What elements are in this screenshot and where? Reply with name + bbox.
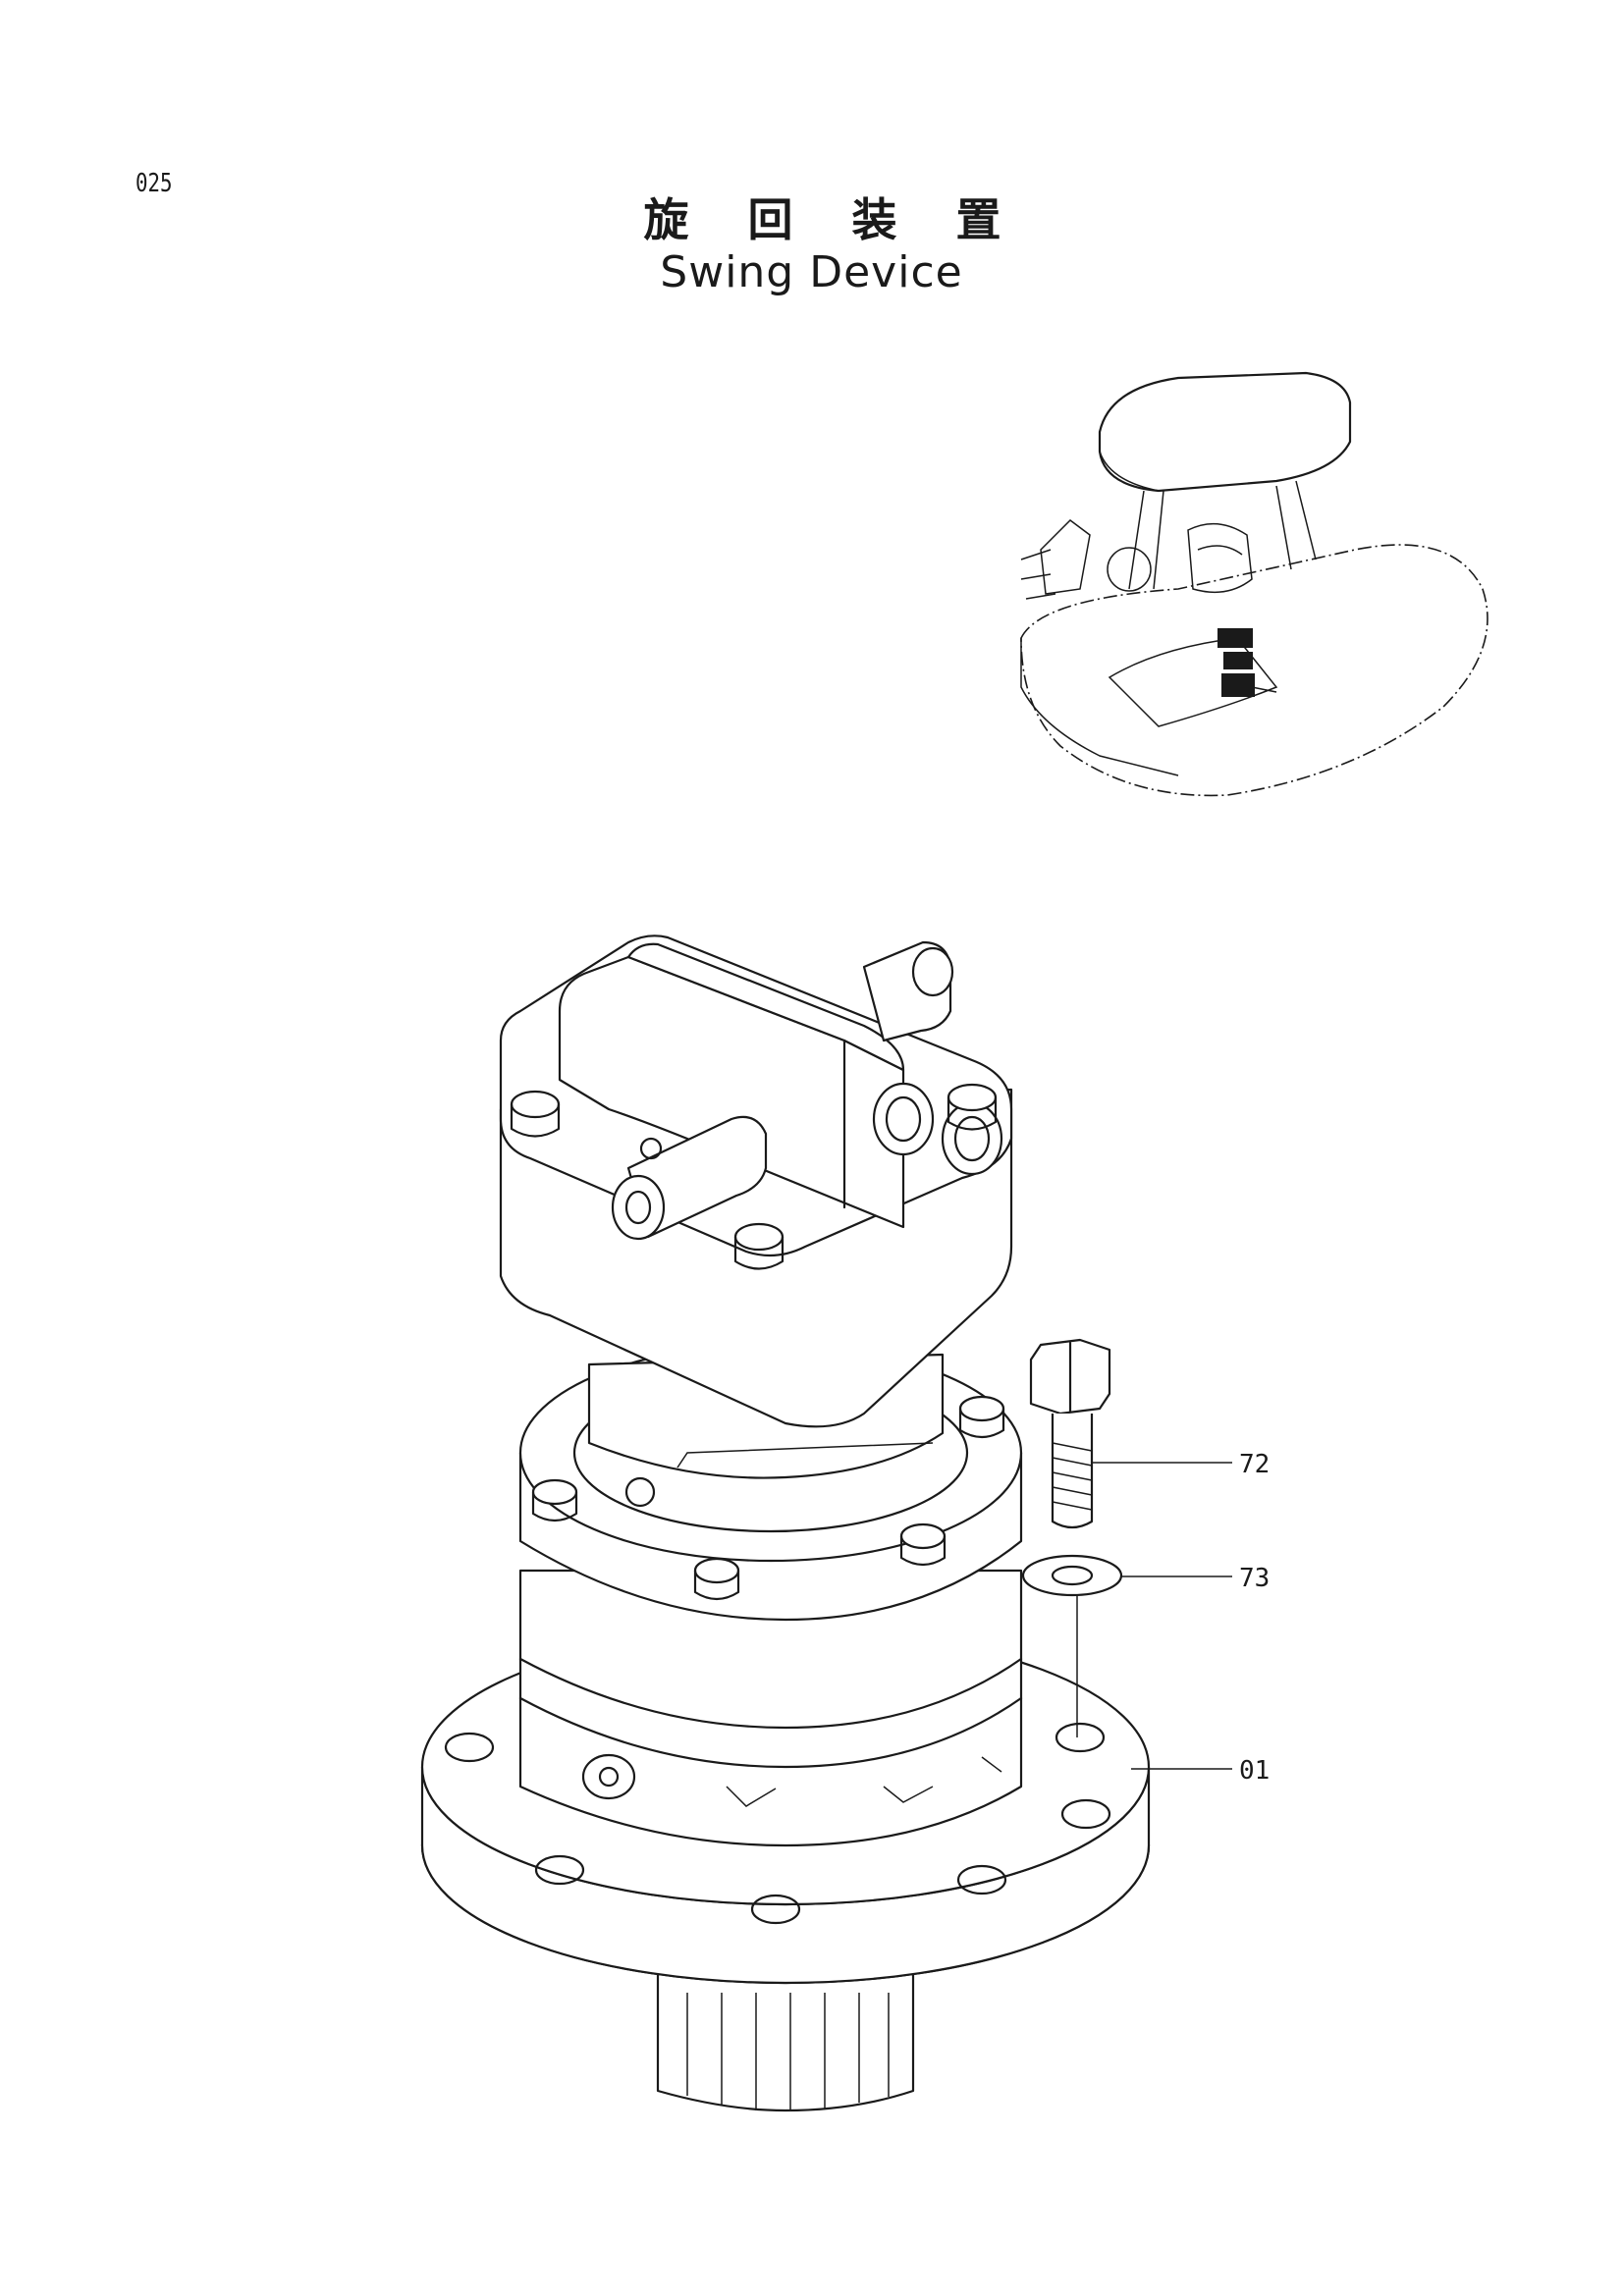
pinion-gear <box>656 1971 915 2112</box>
page-number: 025 <box>135 169 173 198</box>
canopy-roof-shape <box>1098 371 1352 493</box>
swing-motor-assembly <box>420 934 1151 2112</box>
reduction-gear-housing <box>518 1569 1023 1847</box>
callout-01: 01 <box>1239 1756 1270 1786</box>
callout-73: 73 <box>1239 1564 1270 1593</box>
ring-bolts <box>531 1395 1005 1601</box>
callout-labels: 72 73 01 <box>1239 1450 1270 1786</box>
washer-part <box>1021 1554 1123 1597</box>
motor-cap-bolts <box>510 1083 998 1270</box>
callout-leaders <box>1092 1462 1232 1770</box>
page-title-japanese: 旋 回 装 置 <box>643 193 1023 246</box>
locator-inset <box>1020 371 1488 797</box>
page-title-english: Swing Device <box>660 247 963 297</box>
locator-highlight <box>1217 628 1277 697</box>
callout-72: 72 <box>1239 1450 1270 1479</box>
bolt-part <box>1029 1338 1111 1529</box>
hydraulic-motor-block <box>499 934 1013 1428</box>
